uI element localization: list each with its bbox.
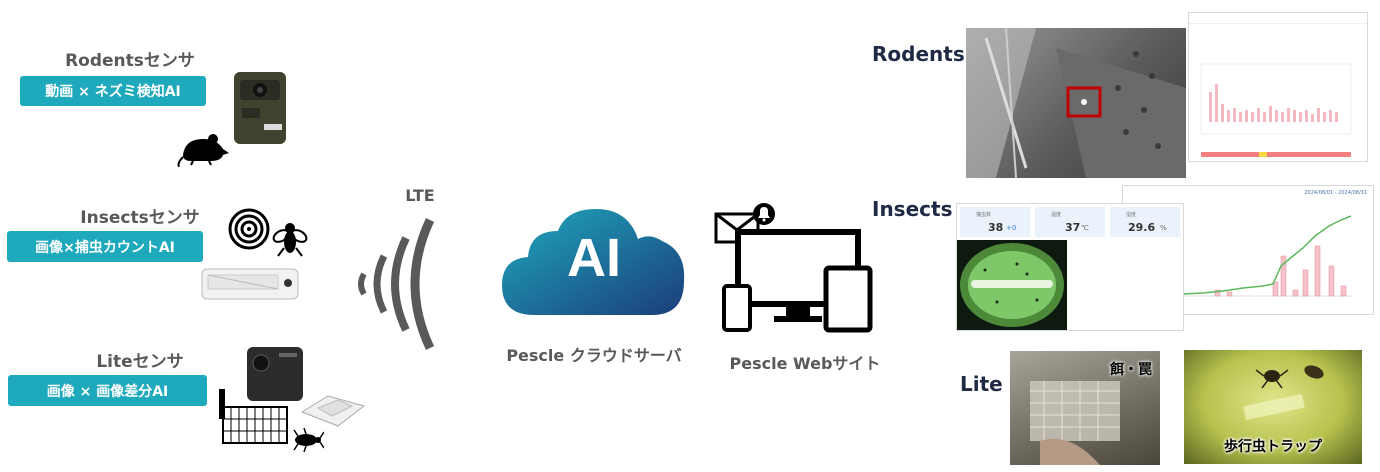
cloud-icon: AI: [500, 205, 688, 325]
cockroach-icon: [290, 427, 325, 453]
stat-card-count: 捕虫数 38 +0: [960, 207, 1030, 237]
lte-label: LTE: [405, 186, 435, 205]
output-lite-label: Lite: [960, 372, 1003, 396]
cage-trap-icon: [215, 385, 295, 447]
output-insects-label: Insects: [872, 197, 953, 221]
rodent-dashboard-screenshot: [1188, 12, 1368, 162]
web-label: Pescle Webサイト: [729, 354, 881, 373]
lite-photo-caption-bait: 餌・罠: [1110, 362, 1152, 378]
bait-box-icon: [298, 390, 368, 432]
target-icon: [228, 208, 270, 250]
cloud-label: Pescle クラウドサーバ: [506, 346, 682, 365]
insects-sensor-title: Insectsセンサ: [80, 208, 200, 228]
output-rodents-label: Rodents: [872, 42, 965, 66]
rodent-camera-photo: [966, 28, 1186, 178]
insect-trap-photo: [957, 240, 1067, 330]
stat-card-temp: 温度 37 ℃: [1035, 207, 1105, 237]
lite-camera-icon: [245, 345, 305, 403]
lite-bait-trap-photo: 餌・罠: [1010, 351, 1160, 465]
stat-card-humidity: 湿度 29.6 %: [1110, 207, 1180, 237]
trail-camera-icon: [230, 68, 290, 148]
insects-sensor-badge: 画像×捕虫カウントAI: [7, 231, 203, 262]
mouse-icon: [177, 127, 233, 168]
insect-chart-range: 2024/08/01 - 2024/08/31: [1304, 190, 1367, 196]
rodents-sensor-title: Rodentsセンサ: [65, 51, 195, 71]
fly-icon: [272, 218, 308, 258]
lite-walking-insect-trap-photo: 歩行虫トラップ: [1184, 350, 1362, 464]
insect-trap-light-icon: [200, 265, 300, 303]
devices-with-notification-icon: [712, 202, 876, 334]
wireless-signal-icon: [350, 216, 470, 356]
cloud-ai-text: AI: [567, 228, 621, 288]
insect-stats-panel: 捕虫数 38 +0 温度 37 ℃ 湿度 29.6 %: [956, 203, 1184, 331]
lite-sensor-title: Liteセンサ: [96, 352, 184, 372]
lite-sensor-badge: 画像 × 画像差分AI: [8, 375, 207, 406]
rodents-sensor-badge: 動画 × ネズミ検知AI: [20, 76, 206, 106]
lite-photo-caption-trap: 歩行虫トラップ: [1224, 439, 1322, 455]
